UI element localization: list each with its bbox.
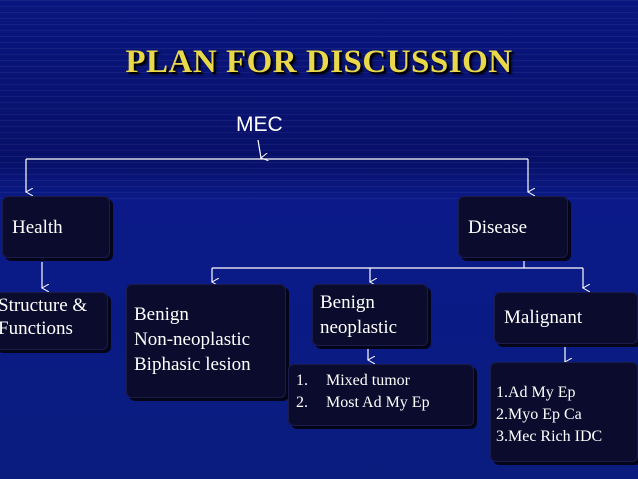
slide-title: PLAN FOR DISCUSSION	[125, 44, 513, 80]
benign-neoplastic-list: 1. Mixed tumor 2. Most Ad My Ep	[288, 364, 474, 414]
node-benign-list: 1. Mixed tumor 2. Most Ad My Ep	[288, 364, 474, 426]
node-malignant-list: 1.Ad My Ep 2.Myo Ep Ca 3.Mec Rich IDC	[490, 362, 638, 462]
node-benign-neoplastic: Benign neoplastic	[312, 284, 428, 346]
list-number: 1.	[296, 372, 308, 389]
benign-list-item: 1. Mixed tumor	[296, 370, 468, 392]
node-benign-non-neoplastic: Benign Non-neoplastic Biphasic lesion	[126, 284, 286, 398]
malignant-list-item: 1.Ad My Ep	[496, 384, 576, 401]
malignant-list-item: 3.Mec Rich IDC	[496, 428, 603, 445]
arrow-mec	[257, 139, 261, 158]
header-band	[0, 0, 638, 200]
node-malignant: Malignant	[494, 292, 638, 344]
malignant-list-item: 2.Myo Ep Ca	[496, 406, 582, 423]
root-node-mec: MEC	[236, 113, 283, 136]
benign-list-item: 2. Most Ad My Ep	[296, 392, 468, 414]
list-text: Most Ad My Ep	[326, 394, 430, 411]
node-health: Health	[2, 196, 110, 258]
node-structure-functions: Structure & Functions	[0, 292, 108, 350]
list-text: Mixed tumor	[326, 372, 410, 389]
header-stripes	[0, 0, 638, 200]
list-number: 2.	[296, 394, 308, 411]
node-disease: Disease	[458, 196, 568, 258]
malignant-list: 1.Ad My Ep 2.Myo Ep Ca 3.Mec Rich IDC	[490, 362, 638, 448]
